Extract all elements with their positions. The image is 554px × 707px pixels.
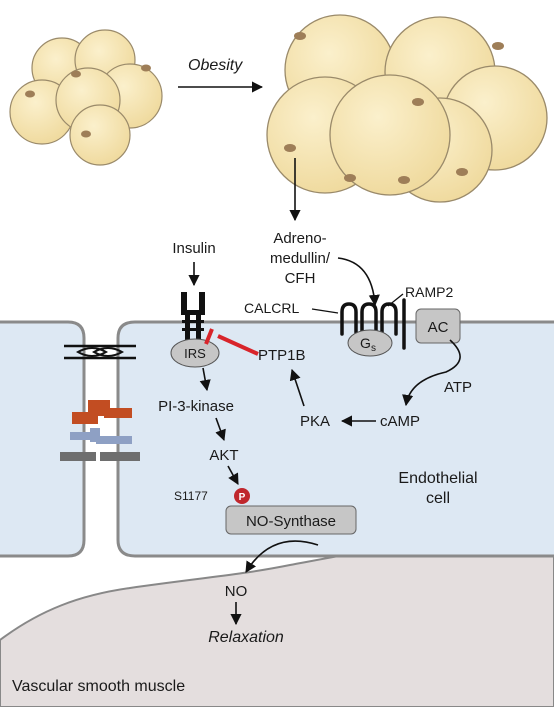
ac-label: AC [428, 319, 449, 336]
small-cluster-nuclei [25, 64, 151, 138]
large-cluster-nuclei [284, 32, 504, 184]
endothelial-label-line1: Endothelial [398, 470, 477, 487]
phosphorylation-icon [234, 488, 250, 504]
calcrl-label: CALCRL [244, 300, 299, 316]
fat-cell [69, 104, 131, 166]
atp-to-camp-arrow [402, 339, 461, 407]
irs-to-pi3k-arrow [199, 367, 211, 392]
ptp1b-label: PTP1B [258, 347, 306, 364]
ptp1b-inhibition-line [217, 334, 259, 356]
s1177-label: S1177 [174, 489, 208, 503]
insulin-receptor-icon [181, 292, 205, 344]
endothelial-label-line2: cell [426, 490, 450, 507]
phospho-letter: P [239, 492, 246, 503]
no-synthase-box [225, 505, 357, 535]
pi3k-label: PI-3-kinase [158, 398, 234, 415]
akt-label: AKT [209, 447, 238, 464]
pi3k-to-akt-arrow [215, 417, 226, 442]
adenylyl-cyclase-box [415, 308, 461, 344]
camp-label: cAMP [380, 413, 420, 430]
gs-label: Gs [360, 335, 376, 354]
no-synthase-label: NO-Synthase [246, 513, 336, 530]
desmosome [60, 452, 140, 461]
pka-label: PKA [300, 413, 330, 430]
tight-junction [64, 344, 136, 360]
ligand-binding-arrow [337, 257, 380, 307]
obesity-label: Obesity [188, 57, 243, 74]
atp-label: ATP [444, 379, 472, 396]
small-fat-cell-cluster [9, 29, 163, 166]
no-label: NO [225, 583, 248, 600]
calcrl-pointer [311, 308, 339, 314]
nos-to-no-arrow [245, 540, 319, 573]
adrenomedullin-label-line3: CFH [285, 270, 316, 287]
akt-to-phospho-arrow [227, 465, 239, 485]
gs-protein-node [347, 329, 393, 357]
gap-junction [70, 428, 132, 444]
large-fat-cell-cluster [266, 14, 548, 203]
insulin-label: Insulin [172, 240, 215, 257]
irs-label: IRS [184, 346, 206, 361]
vascular-smooth-muscle-label: Vascular smooth muscle [12, 678, 185, 695]
relaxation-label: Relaxation [208, 629, 284, 646]
adrenomedullin-label-line1: Adreno- [273, 230, 326, 247]
irs-node [170, 338, 220, 368]
adherens-junction [72, 400, 132, 424]
ramp2-label: RAMP2 [405, 284, 453, 300]
inhibition-bar [204, 328, 214, 345]
pka-to-ptp1b-arrow [289, 368, 305, 407]
calcrl-receptor-icon [340, 298, 406, 350]
adrenomedullin-label-line2: medullin/ [270, 250, 331, 267]
